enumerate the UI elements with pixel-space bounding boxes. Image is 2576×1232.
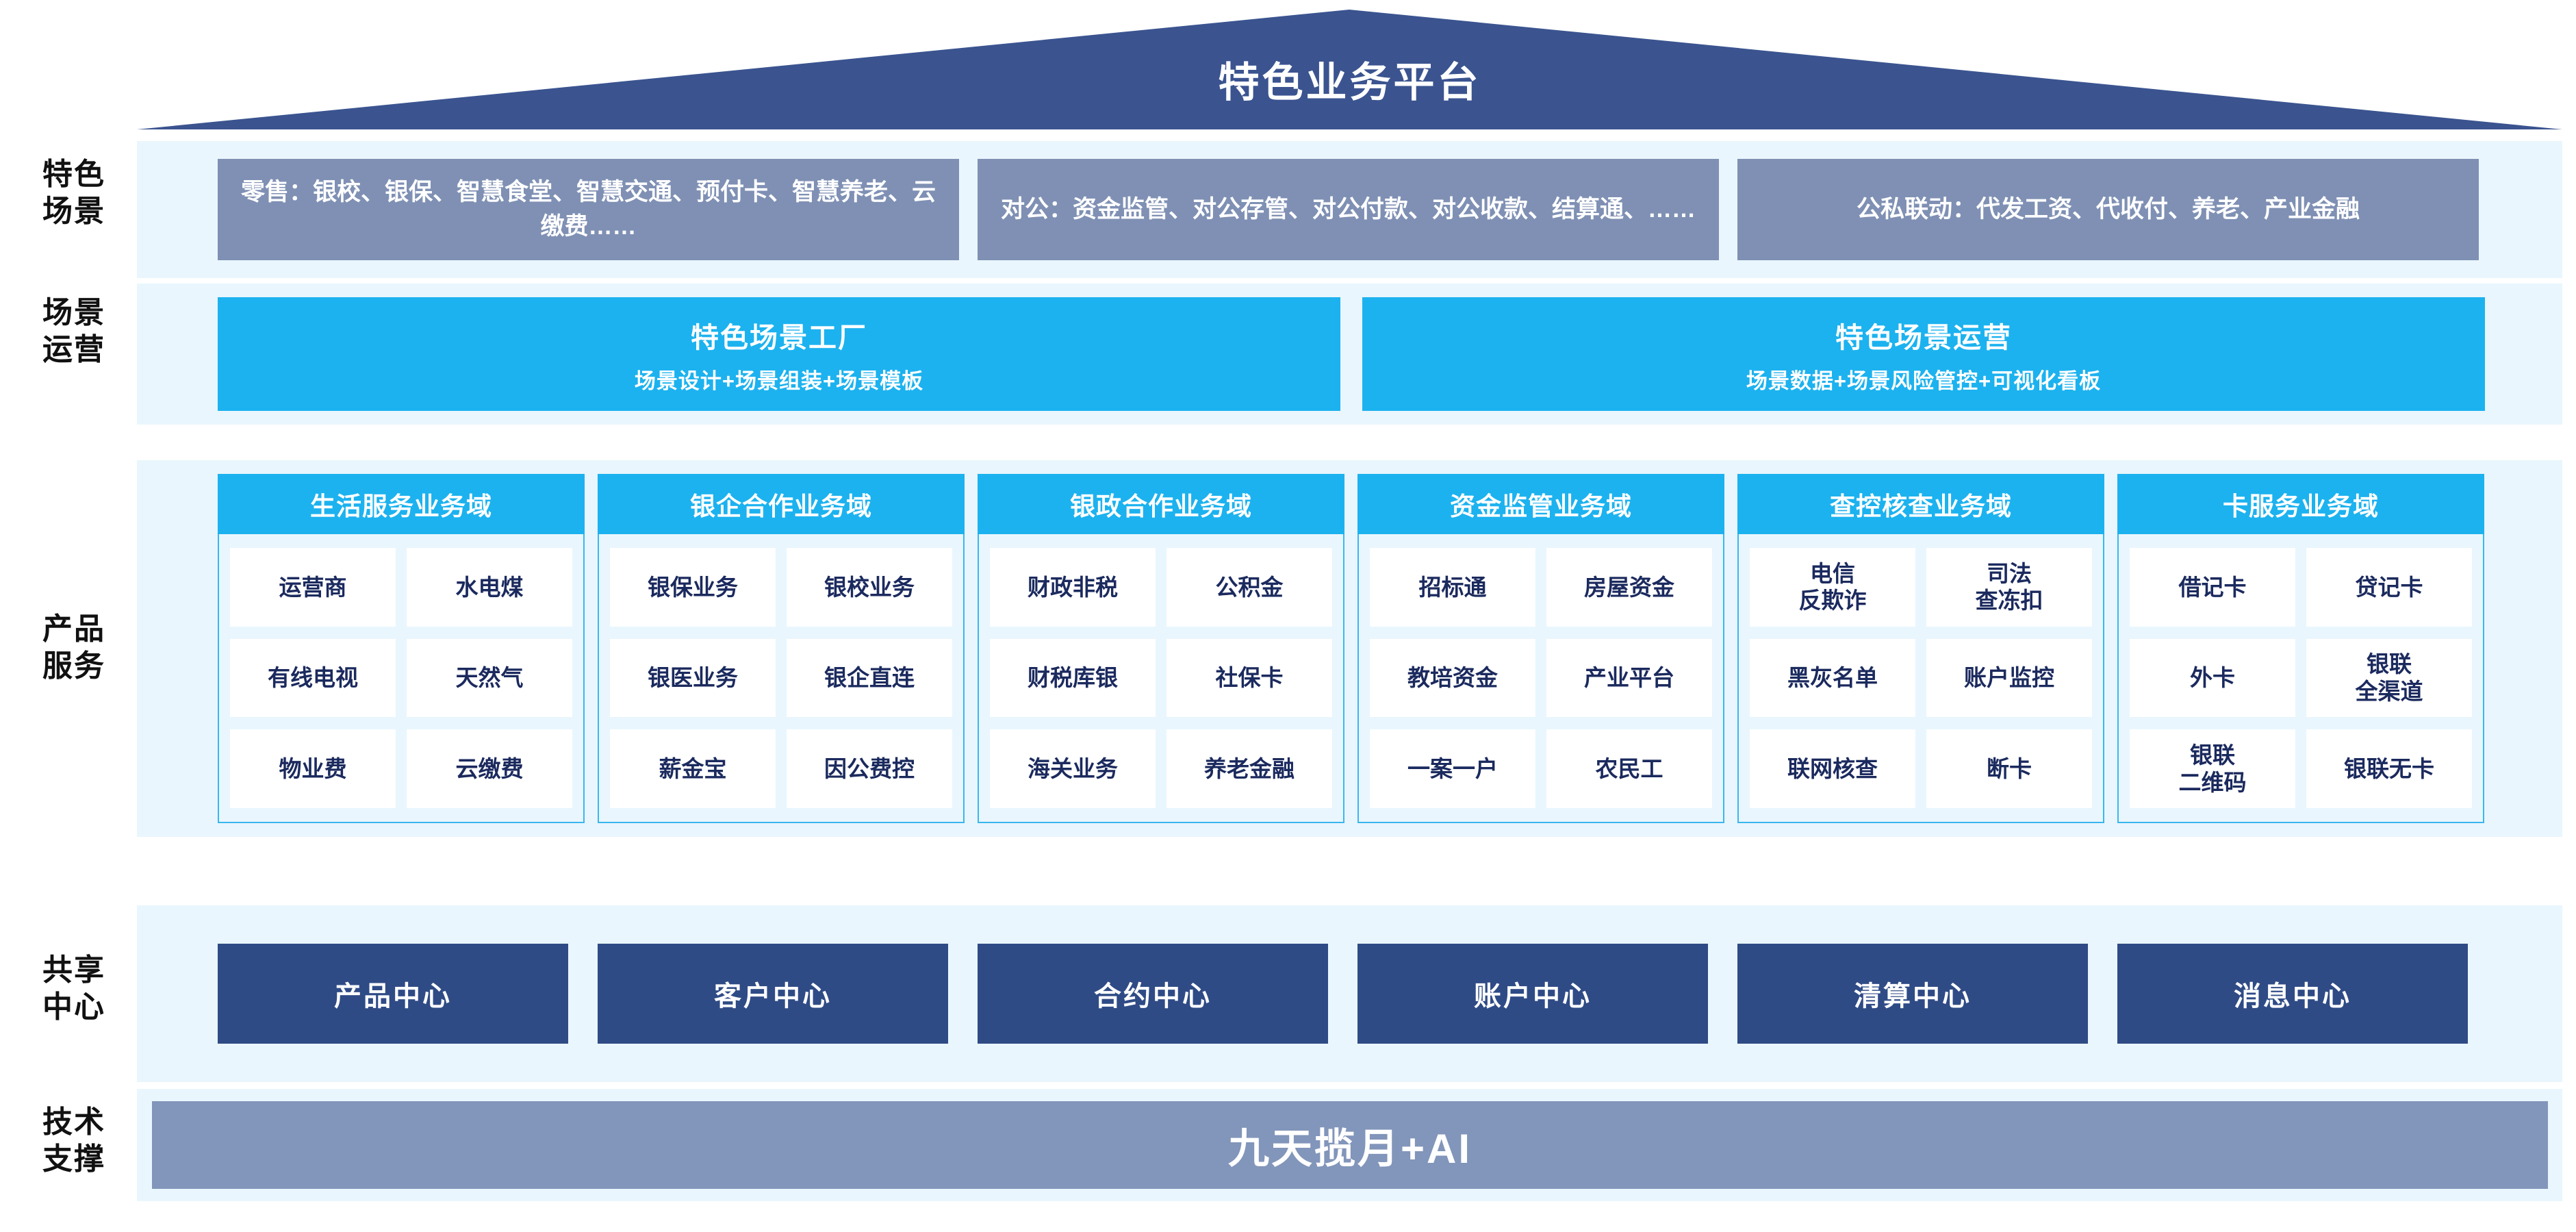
- rail-label-scenarios: 特色 场景: [12, 156, 136, 229]
- scenario-box-retail[interactable]: 零售：银校、银保、智慧食堂、智慧交通、预付卡、智慧养老、云缴费……: [218, 159, 959, 260]
- domain-cell[interactable]: 海关业务: [990, 729, 1156, 808]
- domain-cell[interactable]: 借记卡: [2130, 548, 2295, 627]
- domain-cell[interactable]: 外卡: [2130, 638, 2295, 718]
- domain-cell[interactable]: 账户监控: [1926, 638, 2092, 718]
- roof-shape: [137, 10, 2562, 129]
- shared-center-message[interactable]: 消息中心: [2117, 944, 2468, 1044]
- domain-cell[interactable]: 司法 查冻扣: [1926, 548, 2092, 627]
- domain-cell-grid: 电信 反欺诈 司法 查冻扣 黑灰名单 账户监控 联网核查 断卡: [1739, 534, 2103, 822]
- platform-roof: 特色业务平台: [137, 10, 2562, 129]
- domain-cell[interactable]: 电信 反欺诈: [1750, 548, 1915, 627]
- domain-column-card-service[interactable]: 卡服务业务域 借记卡 贷记卡 外卡 银联 全渠道 银联 二维码 银联无卡: [2117, 474, 2484, 823]
- rail-label-text: 技术 支撑: [42, 1105, 105, 1176]
- operations-title: 特色场景运营: [1835, 321, 2012, 353]
- domain-cell[interactable]: 水电煤: [407, 548, 572, 627]
- domain-cell[interactable]: 银联 全渠道: [2306, 638, 2472, 718]
- page-title: 特色业务平台: [1218, 60, 1481, 105]
- domain-cell[interactable]: 公积金: [1166, 548, 1332, 627]
- domain-cell[interactable]: 教培资金: [1370, 638, 1535, 718]
- domain-column-fund-supervision[interactable]: 资金监管业务域 招标通 房屋资金 教培资金 产业平台 一案一户 农民工: [1357, 474, 1724, 823]
- domain-cell[interactable]: 黑灰名单: [1750, 638, 1915, 718]
- operations-box-operate[interactable]: 特色场景运营 场景数据+场景风险管控+可视化看板: [1362, 297, 2485, 411]
- operations-title: 特色场景工厂: [691, 321, 867, 353]
- tech-support-bar[interactable]: 九天揽月+AI: [152, 1101, 2548, 1189]
- domain-cell[interactable]: 银联 二维码: [2130, 729, 2295, 808]
- scenario-box-public-private[interactable]: 公私联动：代发工资、代收付、养老、产业金融: [1737, 159, 2479, 260]
- domain-title: 资金监管业务域: [1357, 474, 1724, 534]
- scenario-box-corporate[interactable]: 对公：资金监管、对公存管、对公付款、对公收款、结算通、……: [978, 159, 1719, 260]
- domain-cell[interactable]: 因公费控: [787, 729, 952, 808]
- domain-cell[interactable]: 断卡: [1926, 729, 2092, 808]
- domain-title: 银政合作业务域: [978, 474, 1344, 534]
- rail-label-text: 共享 中心: [42, 953, 105, 1024]
- domain-cell[interactable]: 银校业务: [787, 548, 952, 627]
- shared-center-account[interactable]: 账户中心: [1357, 944, 1708, 1044]
- domain-cell-grid: 银保业务 银校业务 银医业务 银企直连 薪金宝 因公费控: [599, 534, 963, 822]
- operations-box-factory[interactable]: 特色场景工厂 场景设计+场景组装+场景模板: [218, 297, 1340, 411]
- rail-label-shared-center: 共享 中心: [12, 952, 136, 1025]
- domain-title: 生活服务业务域: [218, 474, 585, 534]
- domain-cell[interactable]: 贷记卡: [2306, 548, 2472, 627]
- domain-title: 银企合作业务域: [598, 474, 965, 534]
- domain-title: 查控核查业务域: [1737, 474, 2104, 534]
- operations-subtitle: 场景数据+场景风险管控+可视化看板: [1746, 368, 2102, 393]
- domain-cell[interactable]: 银医业务: [610, 638, 776, 718]
- domain-cell[interactable]: 联网核查: [1750, 729, 1915, 808]
- domain-cell[interactable]: 社保卡: [1166, 638, 1332, 718]
- domain-column-investigation[interactable]: 查控核查业务域 电信 反欺诈 司法 查冻扣 黑灰名单 账户监控 联网核查 断卡: [1737, 474, 2104, 823]
- domain-column-bank-enterprise[interactable]: 银企合作业务域 银保业务 银校业务 银医业务 银企直连 薪金宝 因公费控: [598, 474, 965, 823]
- domain-cell[interactable]: 招标通: [1370, 548, 1535, 627]
- rail-label-text: 产品 服务: [42, 612, 105, 683]
- domain-column-bank-government[interactable]: 银政合作业务域 财政非税 公积金 财税库银 社保卡 海关业务 养老金融: [978, 474, 1344, 823]
- domain-cell-grid: 招标通 房屋资金 教培资金 产业平台 一案一户 农民工: [1359, 534, 1723, 822]
- domain-cell[interactable]: 薪金宝: [610, 729, 776, 808]
- rail-label-operations: 场景 运营: [12, 294, 136, 368]
- rail-label-product-service: 产品 服务: [12, 611, 136, 684]
- shared-center-product[interactable]: 产品中心: [218, 944, 568, 1044]
- shared-center-clearing[interactable]: 清算中心: [1737, 944, 2088, 1044]
- domain-column-life-service[interactable]: 生活服务业务域 运营商 水电煤 有线电视 天然气 物业费 云缴费: [218, 474, 585, 823]
- domain-cell[interactable]: 银联无卡: [2306, 729, 2472, 808]
- rail-label-text: 特色 场景: [42, 158, 105, 228]
- domain-cell[interactable]: 物业费: [230, 729, 396, 808]
- domain-cell[interactable]: 有线电视: [230, 638, 396, 718]
- domain-title: 卡服务业务域: [2117, 474, 2484, 534]
- domain-cell-grid: 借记卡 贷记卡 外卡 银联 全渠道 银联 二维码 银联无卡: [2119, 534, 2483, 822]
- domain-cell-grid: 运营商 水电煤 有线电视 天然气 物业费 云缴费: [219, 534, 583, 822]
- domain-cell[interactable]: 一案一户: [1370, 729, 1535, 808]
- domain-cell[interactable]: 银保业务: [610, 548, 776, 627]
- domain-cell[interactable]: 产业平台: [1546, 638, 1712, 718]
- domain-cell-grid: 财政非税 公积金 财税库银 社保卡 海关业务 养老金融: [979, 534, 1343, 822]
- operations-subtitle: 场景设计+场景组装+场景模板: [634, 368, 924, 393]
- domain-cell[interactable]: 银企直连: [787, 638, 952, 718]
- domain-cell[interactable]: 天然气: [407, 638, 572, 718]
- domain-cell[interactable]: 运营商: [230, 548, 396, 627]
- rail-label-text: 场景 运营: [42, 296, 105, 366]
- domain-cell[interactable]: 财政非税: [990, 548, 1156, 627]
- domain-cell[interactable]: 财税库银: [990, 638, 1156, 718]
- shared-center-customer[interactable]: 客户中心: [598, 944, 948, 1044]
- domain-cell[interactable]: 房屋资金: [1546, 548, 1712, 627]
- domain-cell[interactable]: 养老金融: [1166, 729, 1332, 808]
- shared-center-contract[interactable]: 合约中心: [978, 944, 1328, 1044]
- domain-cell[interactable]: 云缴费: [407, 729, 572, 808]
- domain-cell[interactable]: 农民工: [1546, 729, 1712, 808]
- rail-label-tech-support: 技术 支撑: [12, 1104, 136, 1177]
